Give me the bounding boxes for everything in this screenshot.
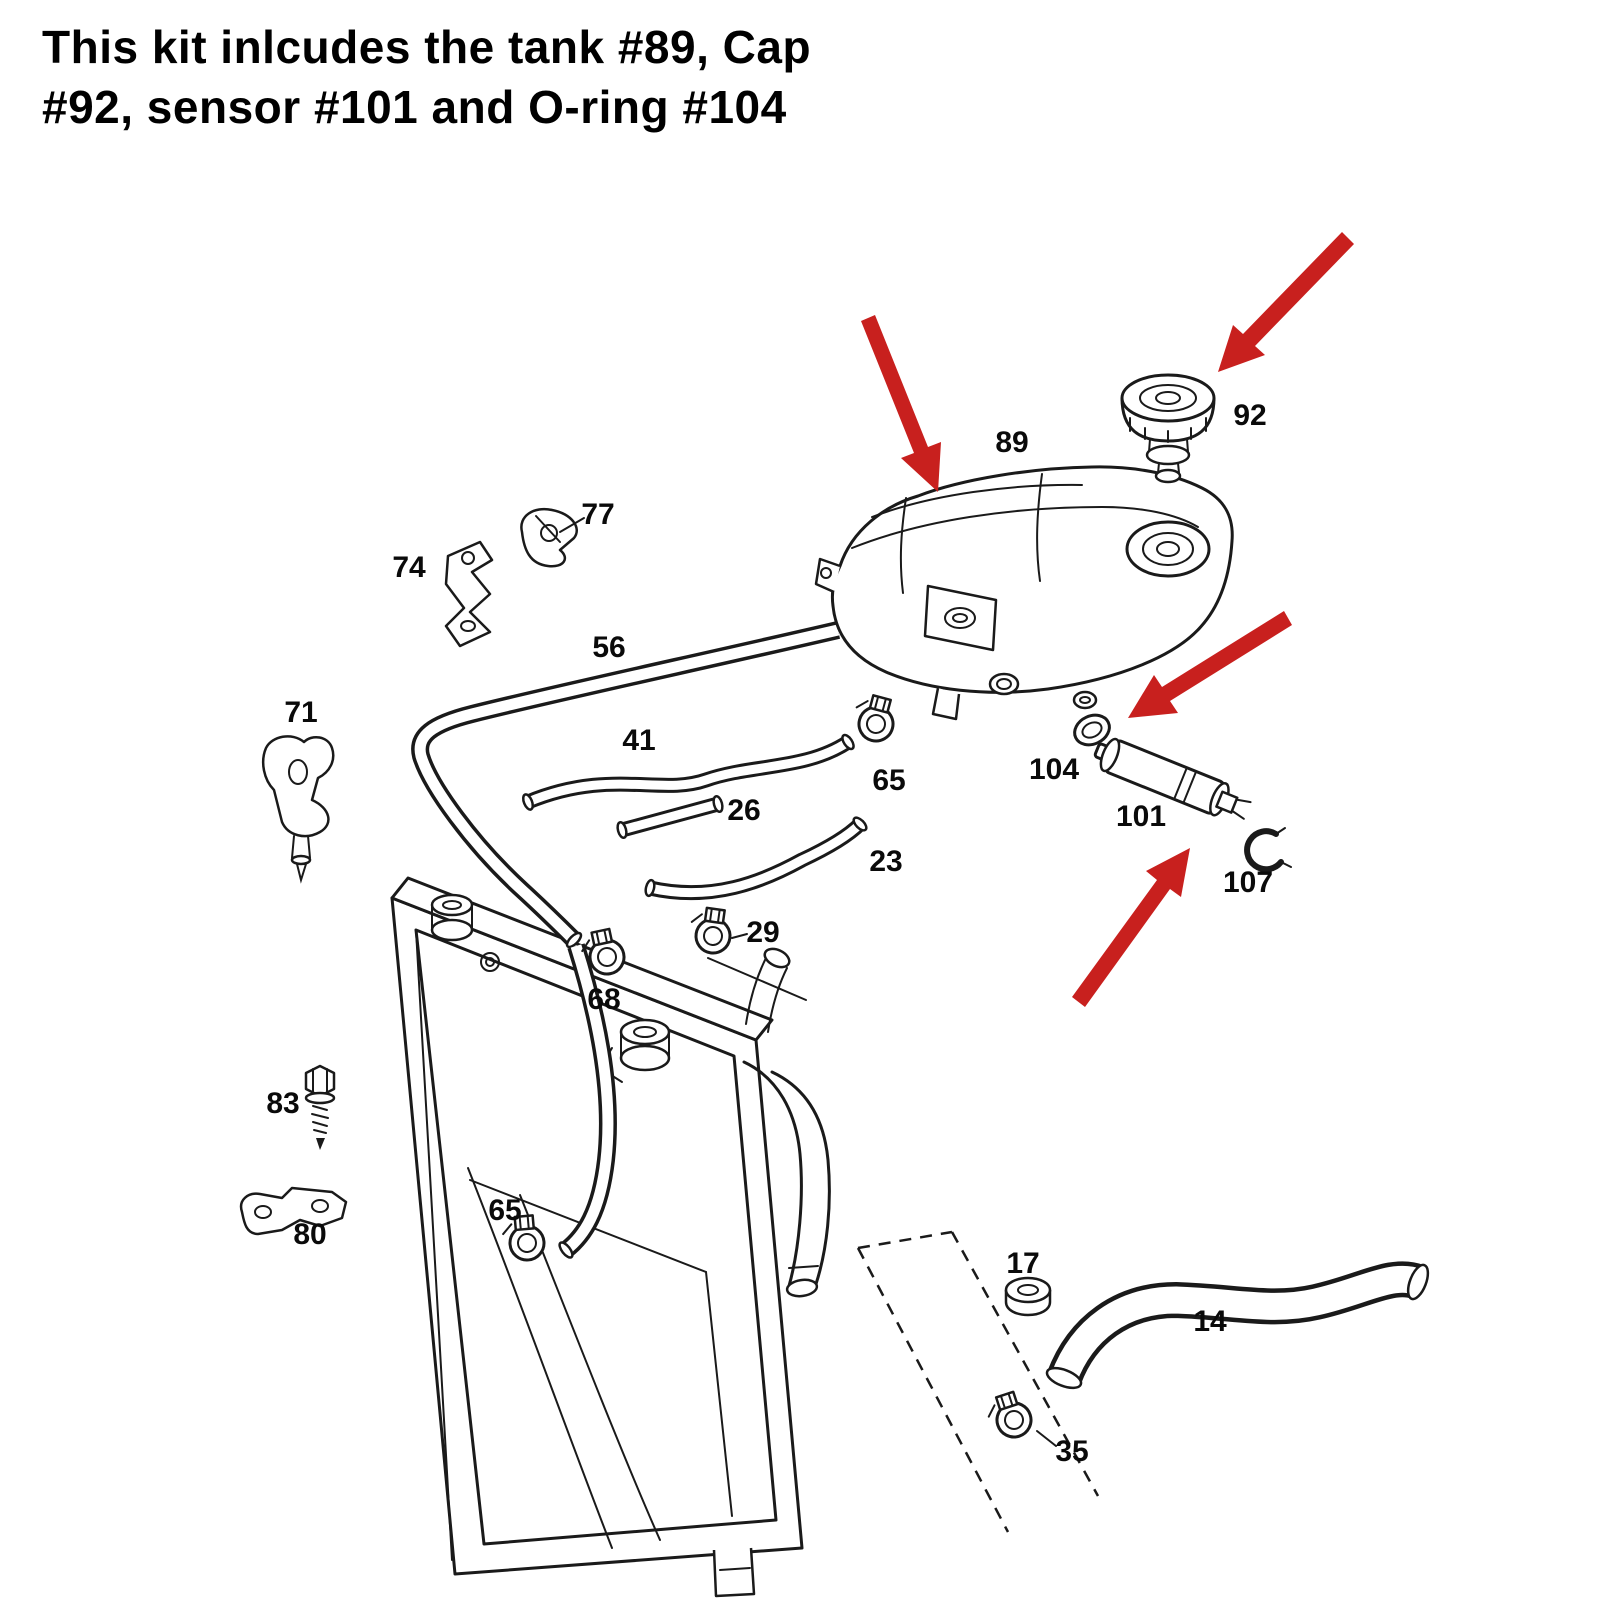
highlight-arrow-oring <box>1128 611 1292 718</box>
kit-note: This kit inlcudes the tank #89, Cap #92,… <box>42 18 811 138</box>
hose-56 <box>411 621 841 1259</box>
part-label-29: 29 <box>746 916 779 949</box>
hose-23 <box>644 816 868 901</box>
clamp-35 <box>982 1387 1037 1445</box>
part-label-83: 83 <box>266 1087 299 1120</box>
highlight-arrow-sensor <box>1072 848 1190 1007</box>
kit-note-line2: #92, sensor #101 and O-ring #104 <box>42 80 787 133</box>
bracket-80 <box>239 1186 348 1236</box>
bracket-74 <box>444 540 494 648</box>
clamp-65-upper <box>847 690 901 747</box>
part-label-17: 17 <box>1006 1247 1039 1280</box>
bracket-71 <box>262 735 335 884</box>
screw-83 <box>304 1064 336 1150</box>
part-label-101: 101 <box>1116 800 1166 833</box>
part-label-80: 80 <box>293 1218 326 1251</box>
part-label-layer: 89 92 77 74 56 71 41 65 104 26 101 23 107 29 68 83 65 80 1… <box>266 399 1273 1468</box>
highlight-arrows <box>861 232 1354 1007</box>
part-label-68: 68 <box>587 983 620 1016</box>
radiator-cap <box>1120 373 1216 484</box>
part-label-71: 71 <box>284 696 317 729</box>
coolant-level-sensor <box>1093 737 1252 820</box>
part-label-35: 35 <box>1055 1435 1088 1468</box>
clamp-29 <box>686 904 736 957</box>
o-ring <box>1073 713 1111 747</box>
hose-41 <box>521 733 855 811</box>
part-label-89: 89 <box>995 426 1028 459</box>
highlight-arrow-tank <box>861 315 941 492</box>
retaining-clip <box>1244 827 1292 873</box>
hose-14 <box>1045 1261 1430 1390</box>
part-label-56: 56 <box>592 631 625 664</box>
part-label-26: 26 <box>727 794 760 827</box>
part-label-65: 65 <box>488 1194 521 1227</box>
part-label-92: 92 <box>1233 399 1266 432</box>
highlight-arrow-cap <box>1218 232 1354 372</box>
bracket-77 <box>520 507 578 568</box>
part-label-104: 104 <box>1029 753 1079 786</box>
dashed-guides <box>856 1230 1100 1533</box>
part-label-107: 107 <box>1223 866 1273 899</box>
part-label-23: 23 <box>869 845 902 878</box>
part-label-14: 14 <box>1193 1305 1227 1338</box>
kit-note-line1: This kit inlcudes the tank #89, Cap <box>42 21 812 73</box>
hose-26 <box>616 794 724 840</box>
leader-lines <box>559 517 1057 1447</box>
part-label-77: 77 <box>581 498 614 531</box>
grommet-17 <box>1004 1276 1052 1317</box>
part-label-41: 41 <box>622 724 655 757</box>
expansion-tank <box>814 465 1234 721</box>
part-label-74: 74 <box>392 551 426 584</box>
part-label-65: 65 <box>872 764 905 797</box>
